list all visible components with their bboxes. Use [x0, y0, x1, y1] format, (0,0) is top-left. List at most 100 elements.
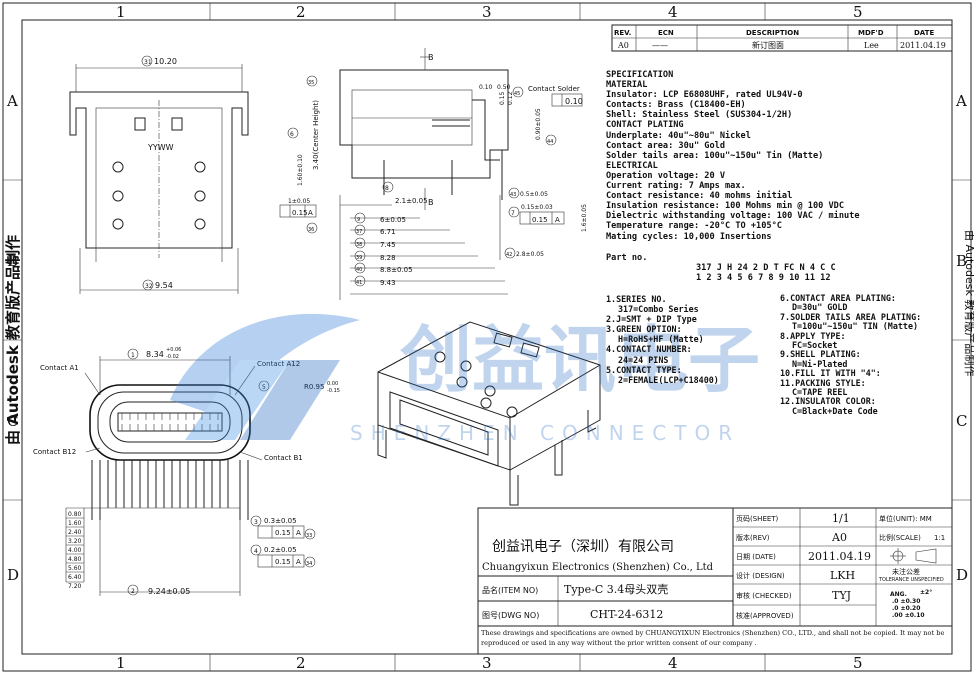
autodesk-watermark-left: 由 Autodesk 教育版产品制作 [4, 235, 22, 445]
date-label: 日期 (DATE) [736, 553, 776, 561]
rev-header-ecn: ECN [658, 29, 674, 37]
front-balloon-33: 33 [306, 533, 312, 539]
spec-line: Underplate: 40u"~80u" Nickel [606, 130, 751, 141]
pitch-2-40: 2.40 [68, 529, 82, 536]
spec-line: Contact resistance: 40 mohms initial [606, 191, 793, 202]
front-view [65, 348, 316, 596]
side-balloon-39: 39 [356, 255, 362, 261]
side-balloon-6: 6 [290, 131, 294, 138]
design-value: LKH [830, 569, 855, 582]
company-name-cn: 创益讯电子（深圳）有限公司 [492, 539, 674, 555]
front-tol-2: 0.2±0.05 [264, 546, 297, 554]
pitch-1-60: 1.60 [68, 520, 82, 527]
side-balloon-45: 45 [514, 91, 520, 97]
option-line: 10.FILL IT WITH "4": [780, 368, 881, 379]
dim-1-6: 1.6±0.05 [581, 204, 588, 232]
pitch-4-80: 4.80 [68, 556, 82, 563]
spec-line: Current rating: 7 Amps max. [606, 181, 746, 192]
item-no-value: Type-C 3.4母头双壳 [564, 582, 668, 596]
checked-label: 审核 (CHECKED) [736, 591, 792, 600]
pitch-0-80: 0.80 [68, 511, 82, 518]
part-no-label: Part no. [606, 253, 648, 263]
front-bottom-dim: 9.24±0.05 [148, 587, 190, 596]
scale-value: 1:1 [934, 534, 945, 542]
option-line: T=100u"~150u" TIN (Matte) [792, 321, 919, 332]
contact-b1-label: Contact B1 [264, 454, 303, 462]
zone-top-5: 5 [853, 3, 863, 21]
dim-0-12: 0.12 [507, 91, 514, 105]
side-balloon-37: 37 [356, 229, 362, 235]
spec-line: CONTACT PLATING [606, 120, 684, 131]
side-misc-0-10: 0.10 [479, 84, 493, 91]
rev-row-rev: A0 [617, 41, 629, 50]
zone-bottom-2: 2 [296, 654, 306, 672]
option-line: 3.GREEN OPTION: [606, 324, 682, 335]
revision-table [611, 24, 953, 52]
rev-header-rev: REV. [614, 29, 631, 37]
dim-8-28: 8.28 [380, 254, 396, 262]
spec-line: Temperature range: -20°C TO +105°C [606, 221, 782, 232]
option-line: 5.CONTACT TYPE: [606, 364, 682, 375]
front-frame-1-value: 0.15 [275, 529, 291, 537]
option-line: 12.INSULATOR COLOR: [780, 396, 876, 407]
autodesk-watermark-right: 由 Autodesk 教育版产品制作 [963, 230, 974, 376]
part-no-code: 317 J H 24 2 D T FC N 4 C C [696, 263, 836, 273]
item-no-label: 品名(ITEM NO) [482, 585, 538, 595]
side-balloon-44: 44 [547, 139, 553, 145]
sheet-value: 1/1 [832, 512, 850, 525]
tolerance-row-3: .00 ±0.10 [892, 612, 925, 619]
pitch-3-20: 3.20 [68, 538, 82, 545]
sheet-label: 页码(SHEET) [736, 515, 779, 523]
rev-header-date: DATE [914, 29, 934, 37]
zone-top-1: 1 [116, 3, 126, 21]
side-frame-0-15-b: 0.15 [532, 216, 548, 224]
spec-line: Insulation resistance: 100 Mohms min @ 1… [606, 201, 844, 212]
dim-2-1: 2.1±0.05 [395, 197, 428, 205]
front-frame-1-ref: A [296, 529, 301, 537]
scale-label: 比例(SCALE) [879, 533, 921, 542]
spec-line: Dielectric withstanding voltage: 100 VAC… [606, 211, 860, 222]
option-line: 2.J=SMT + DIP Type [606, 314, 697, 325]
brand-watermark-sub: SHENZHEN CONNECTOR [350, 421, 740, 445]
option-line: 8.APPLY TYPE: [780, 330, 846, 341]
zone-left-d: D [7, 566, 19, 584]
rev-row-mdfd: Lee [864, 41, 879, 50]
option-line: 2=FEMALE(LCP+C18400) [618, 374, 719, 385]
front-width-tol-minus: -0.02 [166, 354, 179, 360]
option-line: N=Ni-Plated [792, 358, 848, 369]
tolerance-ang-label: ANG. [890, 591, 907, 598]
part-no-index: 1 2 3 4 5 6 7 8 9 10 11 12 [696, 273, 831, 283]
front-balloon-2: 2 [131, 588, 135, 595]
design-label: 设计 (DESIGN) [736, 571, 785, 580]
spec-line: Shell: Stainless Steel (SUS304-1/2H) [606, 110, 793, 121]
option-line: 4.CONTACT NUMBER: [606, 344, 692, 355]
front-balloon-1: 1 [131, 352, 135, 359]
approved-label: 核准(APPROVED) [736, 611, 794, 620]
dim-0-90: 0.90±0.05 [535, 108, 542, 140]
option-line: C=Black+Date Code [792, 405, 878, 416]
brand-watermark [170, 313, 360, 440]
rev-row-ecn: —— [652, 41, 668, 50]
front-balloon-34: 34 [306, 561, 312, 567]
option-line: 11.PACKING STYLE: [780, 377, 866, 388]
side-section-b-top: B [428, 53, 434, 62]
spec-line: Contacts: Brass (C18400-EH) [606, 100, 746, 111]
option-line: H=RoHS+HF (Matte) [618, 334, 704, 345]
side-balloon-41: 41 [356, 280, 362, 286]
dim-6: 6±0.05 [380, 216, 406, 224]
spec-line: Insulator: LCP E6808UHF, rated UL94V-0 [606, 90, 803, 101]
top-view-balloon-31: 31 [144, 59, 152, 66]
pitch-4-00: 4.00 [68, 547, 82, 554]
zone-top-4: 4 [668, 3, 678, 21]
option-line: 1.SERIES NO. [606, 294, 667, 304]
title-block [477, 507, 953, 655]
top-view [69, 55, 249, 294]
spec-line: Operation voltage: 20 V [606, 170, 725, 181]
top-view-balloon-32: 32 [145, 283, 153, 290]
dim-6-71: 6.71 [380, 228, 396, 236]
front-tol-1: 0.3±0.05 [264, 517, 297, 525]
contact-a1-label: Contact A1 [40, 364, 79, 372]
dim-2-8: 2.8±0.05 [516, 251, 544, 258]
part-options-left: 1.SERIES NO. 317=Combo Series 2.J=SMT + … [606, 294, 781, 385]
